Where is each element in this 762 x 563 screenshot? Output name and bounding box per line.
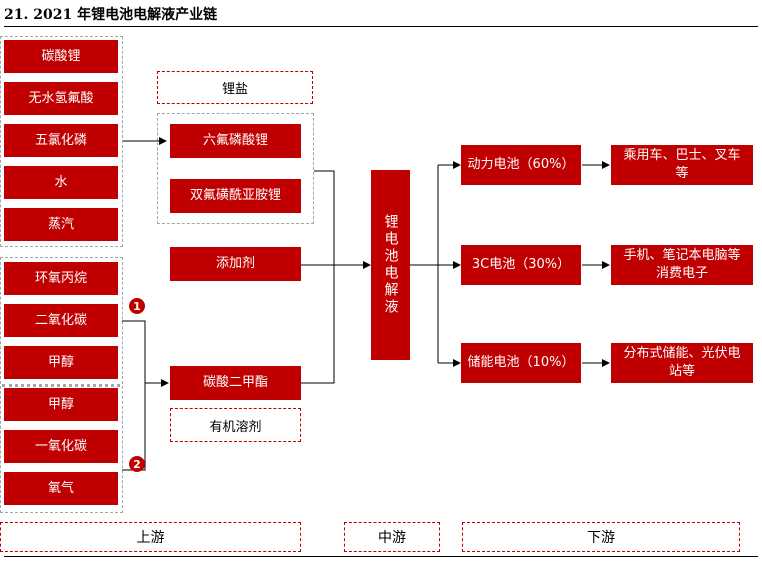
lithium-salt-label: 锂盐	[157, 71, 313, 104]
badge-route-1: 1	[129, 298, 145, 314]
bracket-upstream-solvent	[122, 320, 146, 471]
use-power: 乘用车、巴士、叉车等	[611, 145, 753, 185]
raw-anhydrous-hf: 无水氢氟酸	[4, 82, 118, 115]
upstream-group-bc	[0, 257, 123, 513]
raw-propylene-oxide: 环氧丙烷	[4, 262, 118, 295]
raw-oxygen: 氧气	[4, 472, 118, 505]
stage-downstream: 下游	[462, 522, 740, 552]
battery-power: 动力电池（60%）	[461, 145, 581, 185]
raw-co2: 二氧化碳	[4, 304, 118, 337]
battery-3c: 3C电池（30%）	[461, 245, 581, 285]
organic-solvent-label: 有机溶剂	[170, 408, 301, 442]
raw-lithium-carbonate: 碳酸锂	[4, 40, 118, 73]
stage-upstream: 上游	[0, 522, 301, 552]
salt-lifsi: 双氟磺酰亚胺锂	[170, 179, 301, 213]
use-storage: 分布式储能、光伏电站等	[611, 343, 753, 383]
use-3c: 手机、笔记本电脑等消费电子	[611, 245, 753, 285]
raw-methanol-b: 甲醇	[4, 346, 118, 379]
salt-lipf6: 六氟磷酸锂	[170, 124, 301, 158]
upstream-group-a	[0, 36, 123, 247]
page-title: 21. 2021 年锂电池电解液产业链	[4, 4, 758, 27]
raw-co: 一氧化碳	[4, 430, 118, 463]
raw-steam: 蒸汽	[4, 208, 118, 241]
battery-storage: 储能电池（10%）	[461, 343, 581, 383]
raw-pcl5: 五氯化磷	[4, 124, 118, 157]
electrolyte-center: 锂电池电解液	[371, 170, 410, 360]
stage-midstream: 中游	[344, 522, 440, 552]
raw-methanol-c: 甲醇	[4, 388, 118, 421]
bracket-inputs-center	[300, 170, 335, 384]
lithium-salt-group	[157, 113, 314, 224]
additive-box: 添加剂	[170, 247, 301, 281]
raw-water: 水	[4, 166, 118, 199]
solvent-dmc: 碳酸二甲酯	[170, 366, 301, 400]
badge-route-2: 2	[129, 456, 145, 472]
upstream-group-divider	[2, 384, 120, 387]
footer-rule	[4, 556, 758, 557]
